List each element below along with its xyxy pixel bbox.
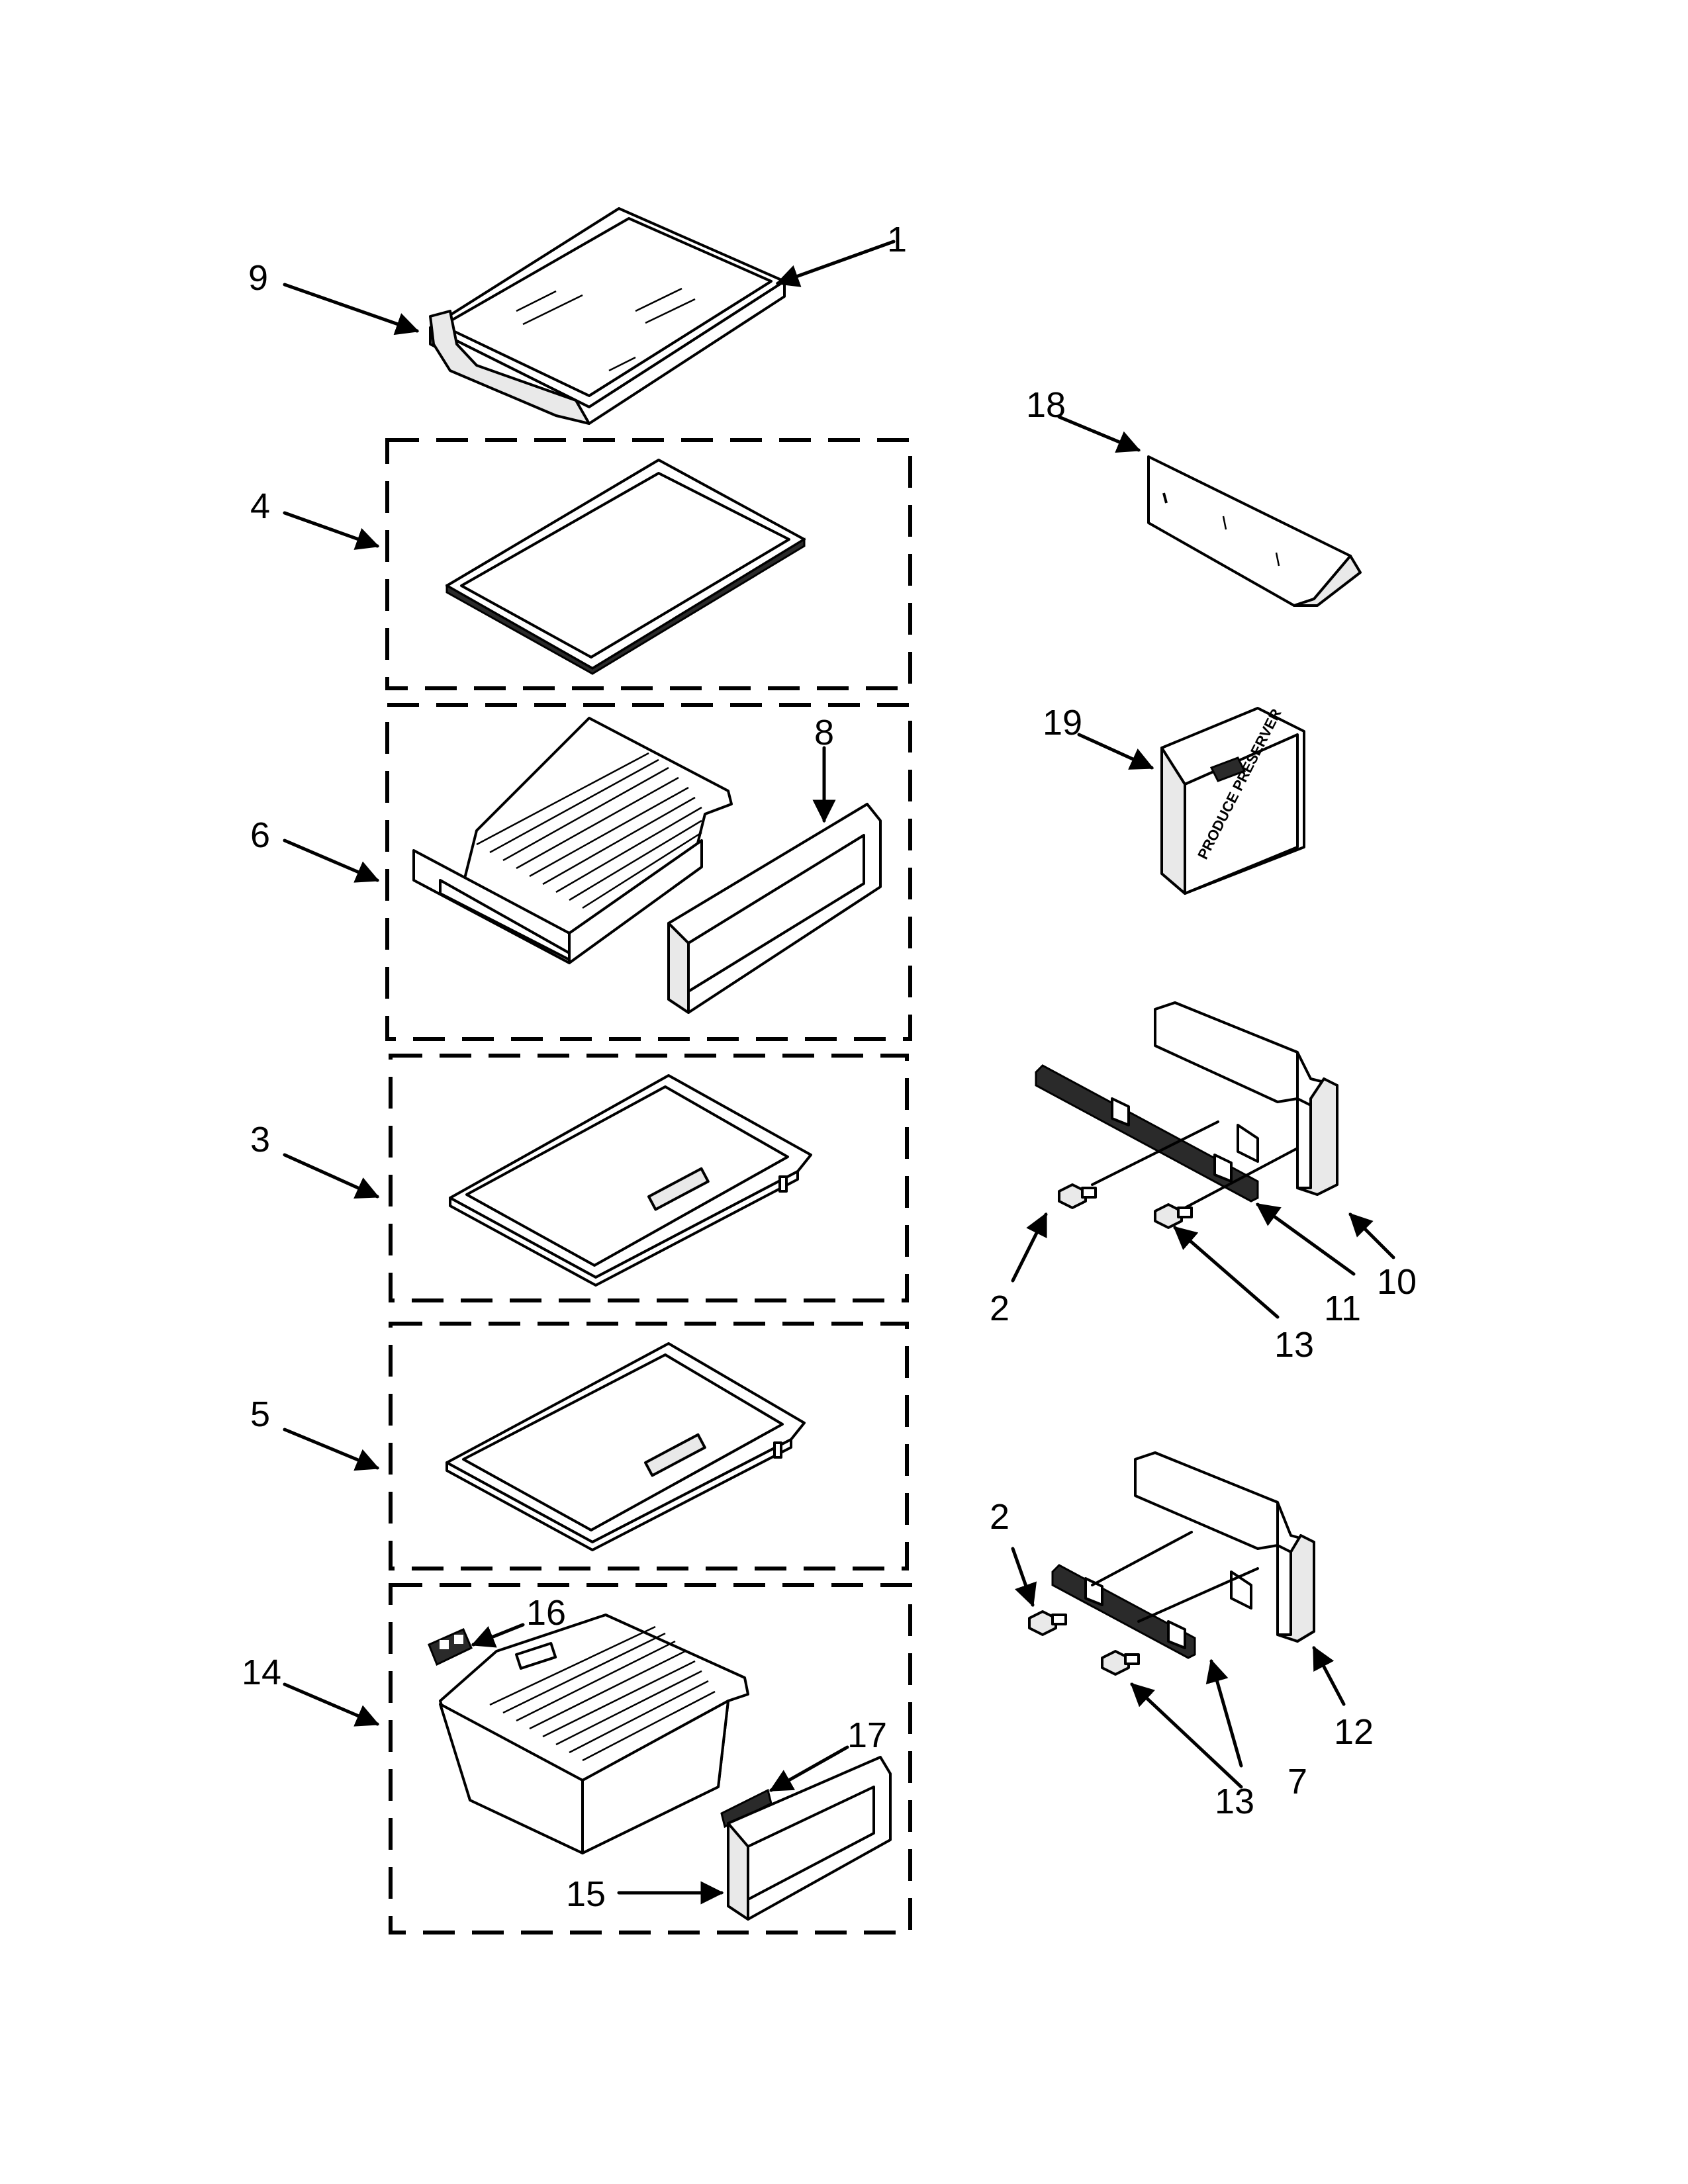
crisper-cover-5	[445, 1342, 806, 1551]
callout-13-upper: 13	[1274, 1325, 1314, 1365]
produce-preserver-unit: PRODUCE PRESERVER	[1160, 706, 1305, 895]
callout-3: 3	[250, 1120, 270, 1160]
callout-1: 1	[887, 220, 907, 259]
callout-18: 18	[1026, 385, 1066, 425]
callout-16: 16	[526, 1593, 566, 1633]
callout-2-lower: 2	[990, 1497, 1009, 1537]
callout-19: 19	[1043, 703, 1082, 743]
screw-2-lower	[1028, 1610, 1067, 1636]
callout-2-upper: 2	[990, 1289, 1009, 1328]
group-box-5	[389, 1322, 909, 1570]
callout-6: 6	[250, 815, 270, 855]
crisper-cover-frame	[445, 459, 806, 675]
group-box-3	[389, 1054, 909, 1302]
crisper-drawer-front-upper	[667, 803, 882, 1014]
callout-11: 11	[1324, 1289, 1361, 1328]
humidity-control-slider	[428, 1628, 473, 1666]
rail-11	[1035, 1064, 1259, 1203]
screw-13-lower	[1101, 1650, 1140, 1676]
crisper-cover-3	[449, 1074, 812, 1287]
produce-preserver-cover	[1147, 455, 1362, 607]
callout-8: 8	[814, 713, 834, 752]
screw-13-upper	[1154, 1203, 1193, 1229]
crisper-drawer-front-lower	[727, 1756, 892, 1921]
group-box-14-17	[389, 1583, 912, 1934]
callout-7: 7	[1288, 1762, 1307, 1801]
callout-15: 15	[566, 1874, 606, 1914]
callout-17: 17	[847, 1715, 887, 1755]
callout-14: 14	[242, 1653, 281, 1692]
callout-9: 9	[248, 258, 268, 298]
crisper-drawer-upper	[412, 717, 733, 964]
glass-shelf-assembly	[429, 207, 786, 425]
rail-7	[1051, 1564, 1196, 1659]
group-box-4	[385, 438, 912, 690]
screw-2-upper	[1058, 1183, 1097, 1209]
callout-4: 4	[250, 486, 270, 526]
callout-12: 12	[1334, 1712, 1374, 1752]
leader-lines	[283, 240, 1395, 1905]
group-box-6-8	[385, 703, 912, 1041]
callout-5: 5	[250, 1394, 270, 1434]
callout-10: 10	[1377, 1262, 1417, 1302]
upper-rail-frame	[1154, 1001, 1338, 1196]
crisper-drawer-lower	[439, 1614, 749, 1854]
callout-13-lower: 13	[1215, 1782, 1254, 1821]
lower-rail-frame	[1134, 1451, 1315, 1643]
